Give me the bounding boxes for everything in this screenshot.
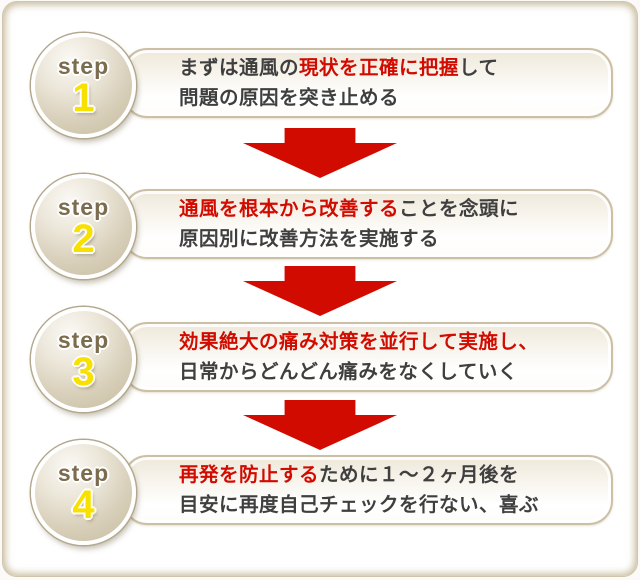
step-1-line-2: 問題の原因を突き止める — [179, 83, 611, 113]
step-badge-number: 4 — [72, 483, 95, 527]
step-badge-word: step — [57, 53, 110, 79]
step-badge-number: 3 — [72, 350, 95, 394]
step-2-line-1: 通風を根本から改善することを念頭に — [179, 194, 611, 224]
step-4-text-pill: 再発を防止するために１～２ヶ月後を 目安に再度自己チェックを行ない、喜ぶ — [123, 455, 613, 525]
step-1-text-pill: まずは通風の現状を正確に把握して 問題の原因を突き止める — [123, 48, 613, 118]
step-badge-word: step — [57, 194, 110, 220]
step-3-line-1: 効果絶大の痛み対策を並行して実施し、 — [179, 327, 611, 357]
step-1-badge: step 1 — [31, 33, 136, 138]
step-badge-number: 1 — [72, 76, 95, 120]
step-row-3: 効果絶大の痛み対策を並行して実施し、 日常からどんどん痛みをなくしていく ste… — [0, 307, 640, 414]
step-text-segment: 原因別に改善方法を実施する — [179, 228, 440, 250]
step-1-line-1: まずは通風の現状を正確に把握して — [179, 53, 611, 83]
step-row-2: 通風を根本から改善することを念頭に 原因別に改善方法を実施する step 2 — [0, 174, 640, 281]
step-text-segment: 効果絶大の痛み対策を並行して実施し、 — [179, 331, 539, 353]
step-row-1: まずは通風の現状を正確に把握して 問題の原因を突き止める step 1 — [0, 33, 640, 140]
step-row-4: 再発を防止するために１～２ヶ月後を 目安に再度自己チェックを行ない、喜ぶ ste… — [0, 440, 640, 547]
step-text-segment: 再発を防止する — [179, 464, 320, 486]
step-text-segment: 問題の原因を突き止める — [179, 87, 400, 109]
step-2-badge: step 2 — [31, 174, 136, 279]
step-text-segment: 目安に再度自己チェックを行ない、喜ぶ — [179, 494, 540, 516]
step-badge-word: step — [57, 460, 110, 486]
step-text-segment: 日常からどんどん痛みをなくしていく — [179, 361, 518, 383]
step-text-segment: ために１～２ヶ月後を — [319, 464, 520, 486]
step-4-line-1: 再発を防止するために１～２ヶ月後を — [179, 460, 611, 490]
step-text-segment: ことを念頭に — [399, 198, 520, 220]
step-badge-number: 2 — [72, 217, 95, 261]
step-2-line-2: 原因別に改善方法を実施する — [179, 224, 611, 254]
step-4-line-2: 目安に再度自己チェックを行ない、喜ぶ — [179, 490, 611, 520]
step-2-text-pill: 通風を根本から改善することを念頭に 原因別に改善方法を実施する — [123, 189, 613, 259]
step-text-segment: 通風を根本から改善する — [179, 198, 400, 220]
step-badge-word: step — [57, 327, 110, 353]
step-text-segment: まずは通風の — [179, 57, 300, 79]
step-3-line-2: 日常からどんどん痛みをなくしていく — [179, 357, 611, 387]
step-3-text-pill: 効果絶大の痛み対策を並行して実施し、 日常からどんどん痛みをなくしていく — [123, 322, 613, 392]
step-text-segment: して — [459, 57, 499, 79]
step-4-badge: step 4 — [31, 440, 136, 545]
step-3-badge: step 3 — [31, 307, 136, 412]
step-text-segment: 現状を正確に把握 — [299, 57, 460, 79]
